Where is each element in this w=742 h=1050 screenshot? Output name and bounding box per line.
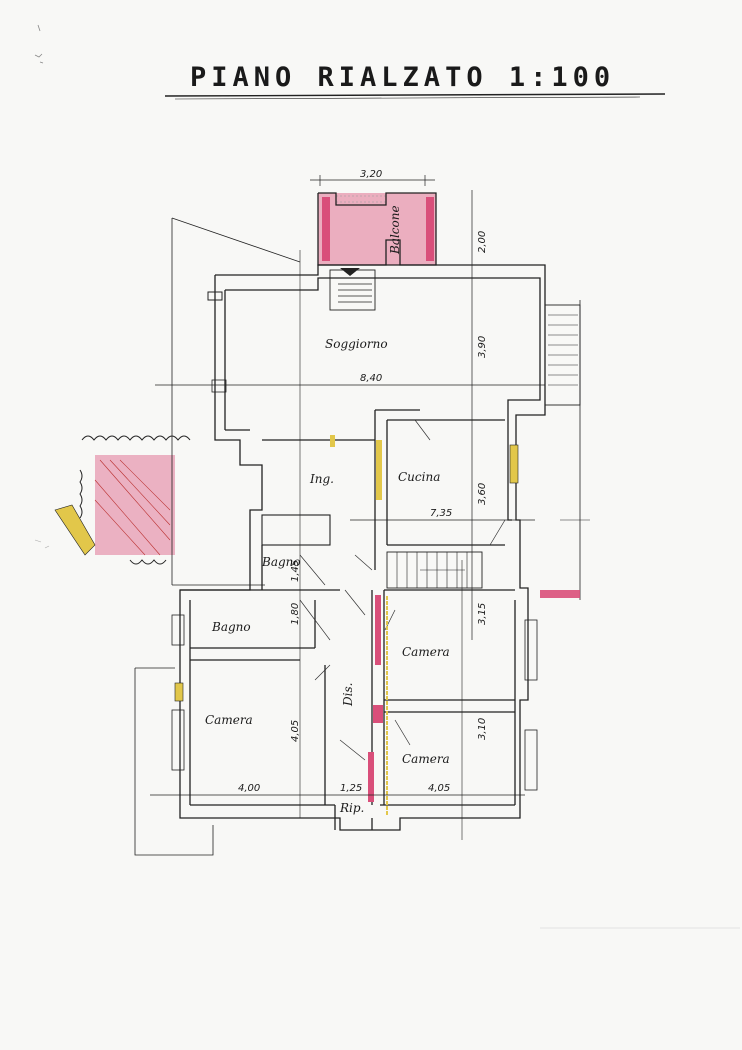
corner-marks	[34, 24, 50, 549]
side-stair-right	[544, 304, 581, 406]
dim-4-05-horizontal: 4,05	[428, 783, 450, 794]
dim-2-00: 2,00	[477, 231, 488, 253]
room-camera-right-top: Camera	[402, 645, 450, 659]
garden-hedge	[54, 435, 191, 565]
interior-walls	[180, 409, 515, 830]
dim-3-90: 3,90	[477, 336, 488, 358]
dim-3-20: 3,20	[360, 169, 382, 180]
outer-walls	[179, 264, 546, 831]
color-accents	[174, 435, 580, 815]
dim-1-45: 1,45	[290, 560, 301, 582]
verandah-block	[317, 192, 437, 266]
site-boundary	[134, 217, 581, 856]
room-bagno: Bagno	[211, 620, 251, 634]
title-underline-2	[174, 96, 641, 100]
dim-4-05-vertical: 4,05	[290, 720, 301, 742]
dim-1-80: 1,80	[290, 603, 301, 625]
interior-stair	[386, 551, 483, 589]
plan-title: PIANO RIALZATO 1:100	[190, 62, 616, 93]
dim-3-15: 3,15	[477, 603, 488, 625]
dimension-lines	[150, 175, 740, 929]
dim-7-35: 7,35	[430, 508, 452, 519]
dim-1-25: 1,25	[340, 783, 362, 794]
room-bagno-small: Bagno	[261, 555, 301, 569]
room-balcone: Balcone	[388, 205, 402, 255]
room-soggiorno: Soggiorno	[325, 337, 388, 351]
room-ingresso: Ing.	[309, 472, 334, 486]
room-cucina: Cucina	[398, 470, 440, 484]
dim-3-10: 3,10	[477, 718, 488, 740]
windows	[171, 379, 538, 791]
title-underline	[164, 93, 666, 97]
room-camera-right-bottom: Camera	[402, 752, 450, 766]
entry-steps-top	[329, 268, 376, 311]
dim-8-40: 8,40	[360, 373, 382, 384]
dim-4-00: 4,00	[238, 783, 260, 794]
room-ripostiglio: Rip.	[339, 801, 364, 815]
dim-3-60: 3,60	[477, 483, 488, 505]
room-camera-left: Camera	[205, 713, 253, 727]
room-disimpegno: Dis.	[341, 683, 355, 707]
